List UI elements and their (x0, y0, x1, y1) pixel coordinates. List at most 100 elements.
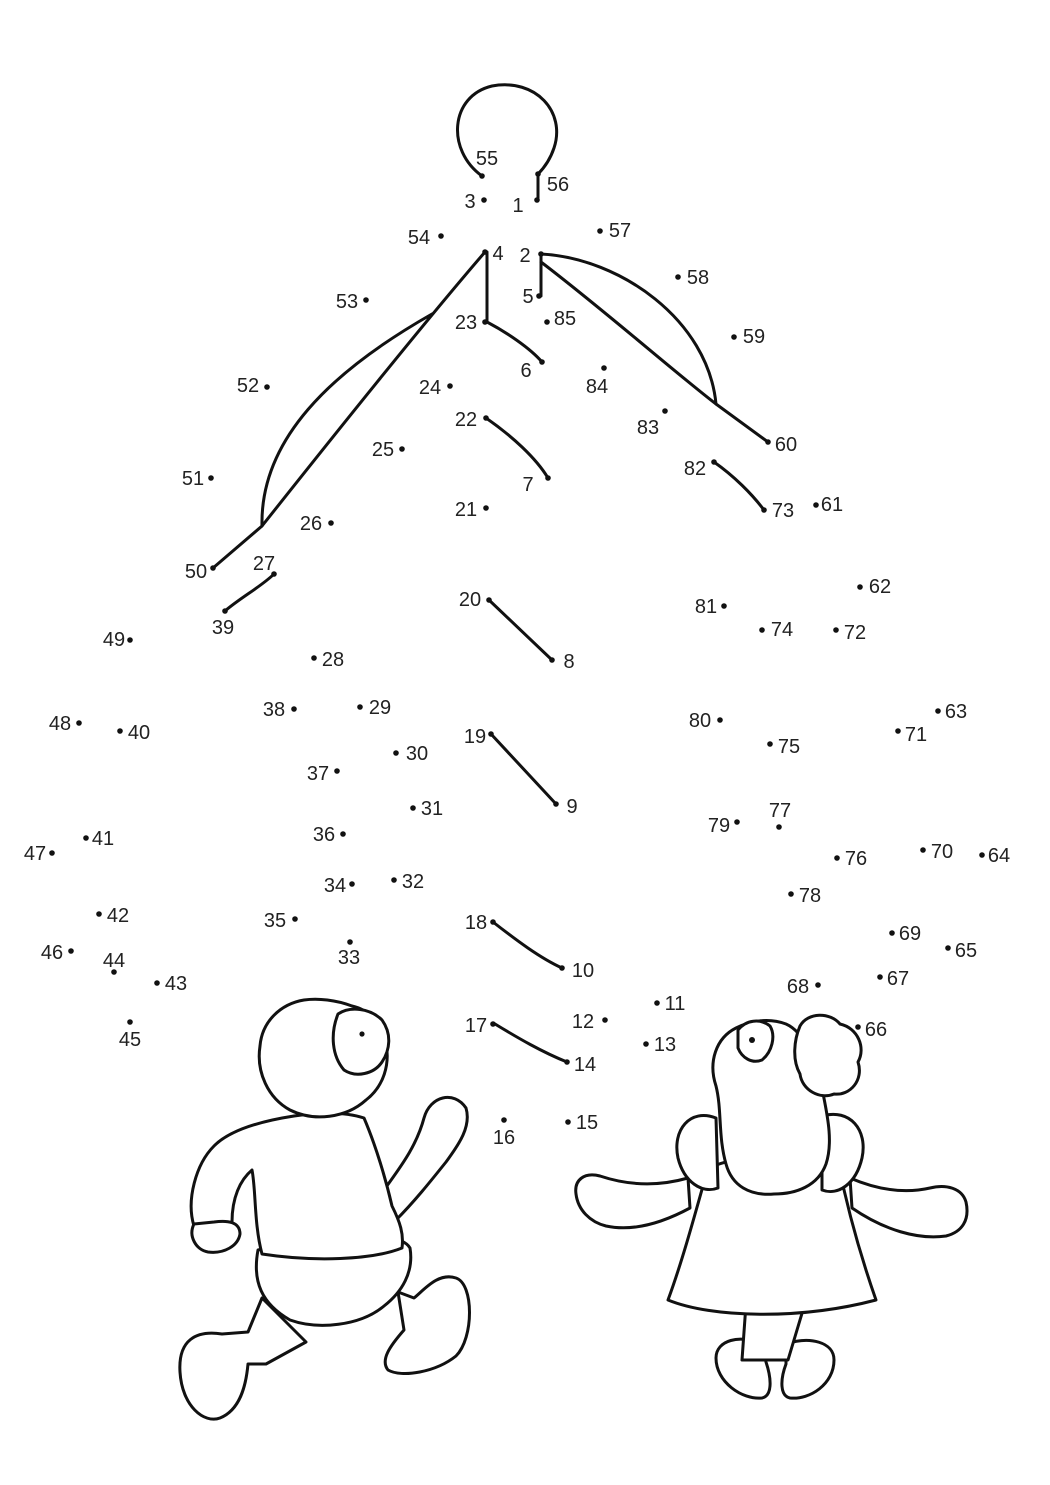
dot-number-65: 65 (955, 940, 977, 962)
dot-number-84: 84 (586, 376, 608, 398)
girl-face (736, 1019, 775, 1063)
dot-62 (857, 584, 863, 590)
dot-points: 1234567891011121314151617181920212223242… (24, 148, 1010, 1149)
dot-number-49: 49 (103, 629, 125, 651)
dot-number-22: 22 (455, 409, 477, 431)
guide-20-8 (487, 598, 554, 662)
dot-15 (565, 1119, 571, 1125)
dot-64 (979, 852, 985, 858)
dot-60 (765, 439, 771, 445)
boy-face (331, 1007, 391, 1076)
dot-81 (721, 603, 727, 609)
dot-22 (483, 415, 489, 421)
dot-41 (83, 835, 89, 841)
dot-17 (490, 1021, 496, 1027)
dot-number-77: 77 (769, 800, 791, 822)
dot-number-15: 15 (576, 1112, 598, 1134)
guide-left-arm (211, 524, 264, 570)
dot-65 (945, 945, 951, 951)
boy-front-leg (383, 1275, 471, 1375)
dot-number-24: 24 (419, 377, 441, 399)
girl-hair-bun (793, 1013, 863, 1098)
dot-5 (536, 293, 542, 299)
dot-63 (935, 708, 941, 714)
dot-35 (292, 916, 298, 922)
dot-number-20: 20 (459, 589, 481, 611)
dot-10 (559, 965, 565, 971)
dot-number-16: 16 (493, 1127, 515, 1149)
dot-32 (391, 877, 397, 883)
dot-46 (68, 948, 74, 954)
dot-83 (662, 408, 668, 414)
dot-number-50: 50 (185, 561, 207, 583)
dot-20 (486, 597, 492, 603)
boy-eye (359, 1031, 365, 1037)
dot-number-36: 36 (313, 824, 335, 846)
dot-number-71: 71 (905, 724, 927, 746)
dot-number-33: 33 (338, 947, 360, 969)
dot-69 (889, 930, 895, 936)
dot-7 (545, 475, 551, 481)
guide-right-arm (714, 402, 770, 444)
dot-number-4: 4 (492, 243, 503, 265)
dot-8 (549, 657, 555, 663)
dot-61 (813, 502, 819, 508)
dot-77 (776, 824, 782, 830)
dot-30 (393, 750, 399, 756)
dot-number-80: 80 (689, 710, 711, 732)
dot-number-52: 52 (237, 375, 259, 397)
dot-76 (834, 855, 840, 861)
dot-78 (788, 891, 794, 897)
dot-3 (481, 197, 487, 203)
dot-number-83: 83 (637, 417, 659, 439)
dot-number-67: 67 (887, 968, 909, 990)
dot-number-70: 70 (931, 841, 953, 863)
dot-number-10: 10 (572, 960, 594, 982)
dot-70 (920, 847, 926, 853)
dot-number-60: 60 (775, 434, 797, 456)
dot-52 (264, 384, 270, 390)
dot-13 (643, 1041, 649, 1047)
dot-number-64: 64 (988, 845, 1010, 867)
girl-right-foot (780, 1339, 836, 1400)
dot-number-19: 19 (464, 726, 486, 748)
dot-40 (117, 728, 123, 734)
dot-54 (438, 233, 444, 239)
boy-back-leg (178, 1296, 308, 1421)
dot-37 (334, 768, 340, 774)
dot-4 (482, 249, 488, 255)
dot-number-31: 31 (421, 798, 443, 820)
dot-number-82: 82 (684, 458, 706, 480)
dot-39 (222, 608, 228, 614)
dot-number-27: 27 (253, 553, 275, 575)
guide-27-39 (223, 572, 276, 613)
guide-82-73 (712, 460, 766, 512)
guide-19-9 (489, 732, 558, 806)
dot-50 (210, 565, 216, 571)
dot-number-28: 28 (322, 649, 344, 671)
dot-number-76: 76 (845, 848, 867, 870)
dot-number-58: 58 (687, 267, 709, 289)
dot-23 (482, 319, 488, 325)
dot-73 (761, 507, 767, 513)
dot-number-34: 34 (324, 875, 346, 897)
dot-number-2: 2 (519, 245, 530, 267)
dot-number-23: 23 (455, 312, 477, 334)
dot-number-29: 29 (369, 697, 391, 719)
dot-85 (544, 319, 550, 325)
dot-number-9: 9 (566, 796, 577, 818)
dot-49 (127, 637, 133, 643)
dot-82 (711, 459, 717, 465)
dot-25 (399, 446, 405, 452)
dot-29 (357, 704, 363, 710)
dot-number-69: 69 (899, 923, 921, 945)
dot-number-8: 8 (563, 651, 574, 673)
dot-number-54: 54 (408, 227, 430, 249)
dot-number-66: 66 (865, 1019, 887, 1041)
dot-number-21: 21 (455, 499, 477, 521)
dot-number-3: 3 (464, 191, 475, 213)
dot-58 (675, 274, 681, 280)
dot-27 (271, 571, 277, 577)
dot-number-75: 75 (778, 736, 800, 758)
